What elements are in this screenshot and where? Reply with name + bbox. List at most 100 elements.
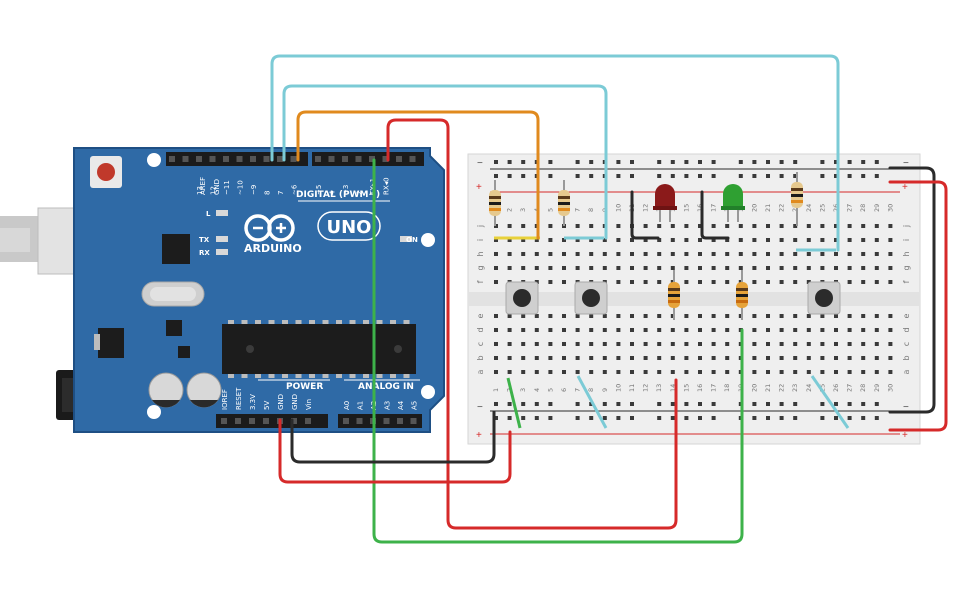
breadboard-hole[interactable] (779, 224, 784, 228)
breadboard-hole[interactable] (738, 266, 743, 270)
breadboard-hole[interactable] (657, 266, 662, 270)
breadboard-hole[interactable] (589, 370, 594, 374)
rail-hole[interactable] (684, 174, 689, 178)
breadboard-hole[interactable] (643, 266, 648, 270)
breadboard[interactable]: − + − + − + − + 112233445566778899101011… (467, 153, 921, 445)
breadboard-hole[interactable] (630, 252, 634, 256)
breadboard-hole[interactable] (562, 314, 566, 318)
breadboard-hole[interactable] (766, 266, 770, 270)
breadboard-hole[interactable] (534, 266, 539, 270)
breadboard-hole[interactable] (861, 238, 866, 242)
breadboard-hole[interactable] (725, 238, 730, 242)
breadboard-hole[interactable] (670, 328, 675, 332)
breadboard-hole[interactable] (779, 314, 784, 318)
rail-hole[interactable] (507, 402, 512, 406)
breadboard-hole[interactable] (589, 328, 594, 332)
breadboard-hole[interactable] (766, 280, 770, 284)
breadboard-hole[interactable] (888, 370, 893, 374)
breadboard-hole[interactable] (507, 266, 512, 270)
breadboard-hole[interactable] (670, 342, 675, 346)
breadboard-hole[interactable] (793, 224, 798, 228)
breadboard-hole[interactable] (820, 328, 825, 332)
breadboard-hole[interactable] (861, 328, 866, 332)
breadboard-hole[interactable] (725, 314, 730, 318)
breadboard-hole[interactable] (834, 342, 838, 346)
rail-hole[interactable] (630, 402, 634, 406)
pushbutton[interactable] (505, 281, 539, 315)
breadboard-hole[interactable] (589, 238, 594, 242)
breadboard-hole[interactable] (534, 252, 539, 256)
breadboard-hole[interactable] (657, 356, 662, 360)
breadboard-hole[interactable] (874, 252, 879, 256)
breadboard-hole[interactable] (820, 342, 825, 346)
breadboard-hole[interactable] (657, 252, 662, 256)
breadboard-hole[interactable] (861, 266, 866, 270)
rail-hole[interactable] (602, 416, 607, 420)
breadboard-hole[interactable] (521, 356, 526, 360)
breadboard-hole[interactable] (711, 266, 716, 270)
breadboard-hole[interactable] (725, 266, 730, 270)
header-hole[interactable] (342, 156, 348, 162)
rail-hole[interactable] (616, 174, 621, 178)
breadboard-hole[interactable] (684, 238, 689, 242)
breadboard-hole[interactable] (738, 224, 743, 228)
breadboard-hole[interactable] (861, 280, 866, 284)
rail-hole[interactable] (521, 160, 526, 164)
header-hole[interactable] (356, 418, 363, 424)
rail-hole[interactable] (861, 160, 866, 164)
breadboard-hole[interactable] (670, 224, 675, 228)
rail-hole[interactable] (602, 402, 607, 406)
rail-hole[interactable] (657, 174, 662, 178)
breadboard-hole[interactable] (779, 280, 784, 284)
rail-hole[interactable] (630, 160, 634, 164)
rail-hole[interactable] (507, 160, 512, 164)
breadboard-hole[interactable] (766, 356, 770, 360)
rail-hole[interactable] (657, 160, 662, 164)
rail-hole[interactable] (589, 174, 594, 178)
breadboard-hole[interactable] (806, 314, 811, 318)
breadboard-hole[interactable] (616, 252, 621, 256)
breadboard-hole[interactable] (630, 266, 634, 270)
breadboard-hole[interactable] (779, 238, 784, 242)
breadboard-hole[interactable] (616, 266, 621, 270)
breadboard-hole[interactable] (834, 370, 838, 374)
breadboard-hole[interactable] (562, 280, 566, 284)
breadboard-hole[interactable] (793, 328, 798, 332)
breadboard-hole[interactable] (711, 252, 716, 256)
rail-hole[interactable] (521, 402, 526, 406)
rail-hole[interactable] (548, 416, 553, 420)
breadboard-hole[interactable] (888, 266, 893, 270)
breadboard-hole[interactable] (711, 356, 716, 360)
breadboard-hole[interactable] (548, 224, 553, 228)
breadboard-hole[interactable] (589, 224, 594, 228)
pushbutton[interactable] (807, 281, 841, 315)
breadboard-hole[interactable] (861, 252, 866, 256)
breadboard-hole[interactable] (711, 314, 716, 318)
header-hole[interactable] (263, 418, 269, 424)
rail-hole[interactable] (834, 402, 838, 406)
breadboard-hole[interactable] (698, 224, 702, 228)
breadboard-hole[interactable] (861, 370, 866, 374)
breadboard-hole[interactable] (874, 266, 879, 270)
breadboard-hole[interactable] (874, 370, 879, 374)
breadboard-hole[interactable] (657, 342, 662, 346)
breadboard-hole[interactable] (494, 252, 498, 256)
breadboard-hole[interactable] (834, 266, 838, 270)
breadboard-hole[interactable] (766, 224, 770, 228)
breadboard-hole[interactable] (738, 280, 743, 284)
breadboard-hole[interactable] (575, 328, 580, 332)
breadboard-hole[interactable] (562, 342, 566, 346)
rail-hole[interactable] (507, 416, 512, 420)
rail-hole[interactable] (507, 174, 512, 178)
resistor[interactable] (558, 180, 570, 226)
rail-hole[interactable] (834, 416, 838, 420)
breadboard-hole[interactable] (874, 314, 879, 318)
header-hole[interactable] (369, 156, 375, 162)
breadboard-hole[interactable] (616, 370, 621, 374)
breadboard-hole[interactable] (494, 342, 498, 346)
rail-hole[interactable] (575, 174, 580, 178)
breadboard-hole[interactable] (602, 328, 607, 332)
breadboard-hole[interactable] (657, 328, 662, 332)
breadboard-hole[interactable] (684, 356, 689, 360)
breadboard-hole[interactable] (521, 328, 526, 332)
